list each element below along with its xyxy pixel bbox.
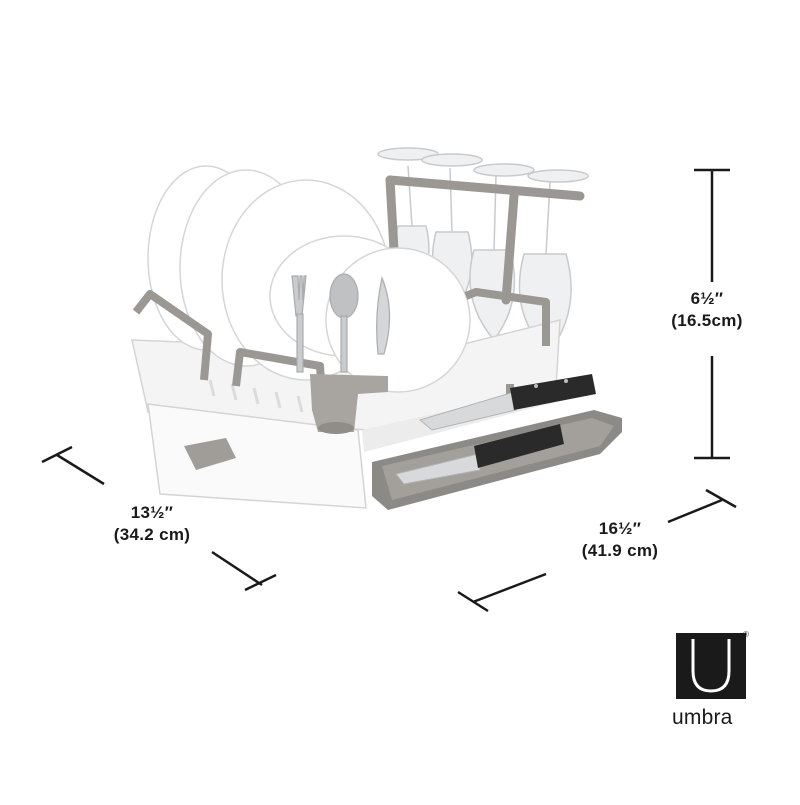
- depth-dimension-line: [41, 445, 277, 592]
- umbra-u-mark-icon: [676, 633, 746, 699]
- depth-imperial: 13½″: [130, 503, 174, 522]
- registered-mark: ®: [743, 630, 749, 639]
- knives: [395, 374, 596, 485]
- umbra-logo: [676, 633, 746, 704]
- brand-name: umbra: [672, 706, 733, 729]
- utensil-cup: [310, 374, 388, 434]
- width-imperial: 16½″: [598, 519, 642, 538]
- height-dimension-label: 6½″ (16.5cm): [652, 288, 762, 332]
- stemware-holder: [385, 175, 585, 305]
- cutlery: [291, 273, 391, 373]
- depth-metric: (34.2 cm): [113, 525, 191, 544]
- width-dimension-label: 16½″ (41.9 cm): [560, 518, 680, 562]
- dish-prongs: [208, 379, 304, 413]
- width-dimension-line: [457, 488, 737, 613]
- height-imperial: 6½″: [690, 289, 724, 308]
- depth-dimension-label: 13½″ (34.2 cm): [92, 502, 212, 546]
- height-dimension-line: [694, 168, 730, 460]
- width-metric: (41.9 cm): [581, 541, 659, 560]
- height-metric: (16.5cm): [671, 311, 743, 330]
